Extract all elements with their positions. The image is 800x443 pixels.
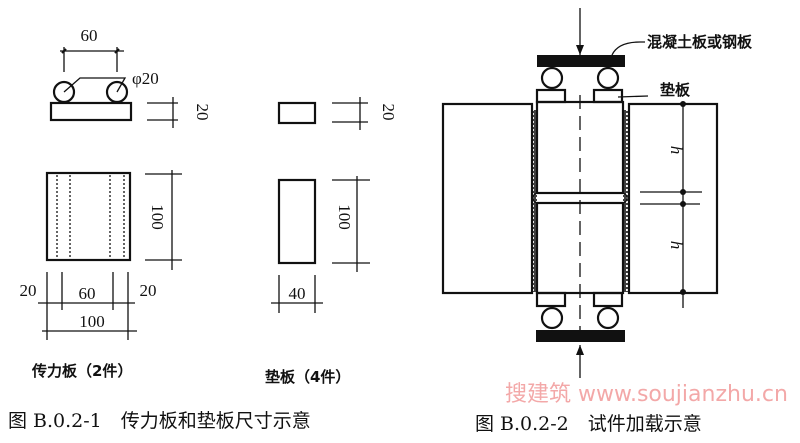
figure2-caption: 图 B.0.2-2 试件加载示意	[475, 413, 702, 435]
dim-top-spacing: 60	[81, 26, 98, 45]
arrow-down-icon	[576, 45, 584, 55]
h-label-bottom: h	[667, 241, 686, 250]
dim-pad-thickness: 20	[379, 104, 398, 121]
dim-pad-height: 100	[335, 204, 354, 230]
dim-plate-width: 100	[79, 312, 105, 331]
loading-setup: 混凝土板或钢板 垫板 h h	[441, 8, 753, 378]
plate-label: 混凝土板或钢板	[647, 33, 753, 51]
figure1-caption: 图 B.0.2-1 传力板和垫板尺寸示意	[8, 410, 311, 432]
pad-plate-label: 垫板（4件）	[265, 368, 350, 386]
force-plate-label: 传力板（2件）	[31, 362, 132, 380]
dim-middle: 60	[79, 284, 96, 303]
dim-edge-right: 20	[140, 281, 157, 300]
dim-pad-width: 40	[289, 284, 306, 303]
arrow-up-icon	[576, 345, 584, 355]
dim-rod-diameter: φ20	[132, 69, 159, 88]
watermark: 搜建筑 www.soujianzhu.cn	[505, 382, 788, 407]
force-plate-side-view: 60 φ20 20	[49, 26, 212, 128]
dim-edge-left: 20	[20, 281, 37, 300]
force-plate-front-view: 100 20 60 20 100 传力板（2件）	[20, 170, 182, 380]
dim-plate-thickness: 20	[193, 104, 212, 121]
pad-label: 垫板	[660, 81, 691, 99]
h-label-top: h	[667, 146, 686, 155]
pad-plate: 20 100 40 垫板（4件）	[265, 97, 398, 386]
dim-plate-height: 100	[148, 204, 167, 230]
